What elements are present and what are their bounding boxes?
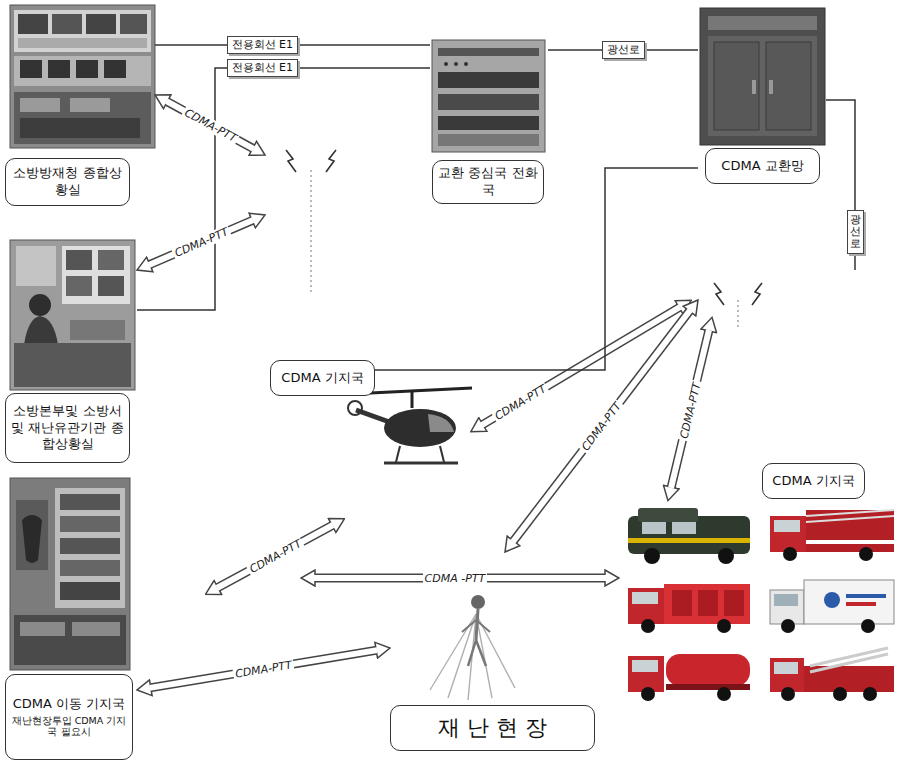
- connector: [513, 310, 690, 541]
- connector-arrow-inner: [166, 101, 253, 149]
- ptt-arrow: [671, 330, 709, 488]
- operator-photo: [10, 240, 135, 390]
- connector-arrow: [150, 650, 377, 688]
- arrow-label: CDMA-PTT: [232, 658, 295, 681]
- node-caption: 소방방재청 종합상황실: [5, 158, 130, 206]
- station-node: CDMA 교환망: [698, 8, 826, 188]
- station-node: CDMA 기지국: [265, 145, 375, 398]
- node-label: 교환 중심국 전화국: [438, 165, 538, 199]
- node-label: 소방본부및 소방서및 재난유관기관 종합상황실: [11, 403, 124, 454]
- connector: [149, 220, 253, 265]
- station-node: 재 난 현 장: [390, 552, 595, 752]
- antenna-symbol: [286, 150, 762, 330]
- node-label: 재난현장투입 CDMA 기지국 필요시: [11, 715, 127, 739]
- node-label: 재 난 현 장: [396, 714, 589, 743]
- arrow-label: CDMA-PTT: [170, 224, 231, 260]
- connector-arrow-inner: [513, 310, 690, 541]
- mobile-station-photo: [10, 478, 130, 670]
- arrow-label: CDMA-PTT: [180, 105, 240, 146]
- connector: [166, 101, 253, 149]
- line-label: 전용회선 E1: [227, 36, 298, 54]
- rescuer-figure: [430, 595, 515, 700]
- cdma-switch-photo: [700, 8, 825, 145]
- node-caption: CDMA 교환망: [705, 148, 820, 184]
- node-caption: CDMA 이동 기지국재난현장투입 CDMA 기지국 필요시: [5, 674, 133, 760]
- node-label: CDMA 교환망: [711, 158, 814, 175]
- connector-arrow-inner: [149, 220, 253, 265]
- fire-vehicles: [628, 508, 894, 701]
- connector: [137, 68, 430, 310]
- node-label: 소방방재청 종합상황실: [11, 165, 124, 199]
- connector-line: [137, 68, 430, 310]
- connector-arrow-inner: [150, 650, 377, 688]
- line-label: 전용회선 E1: [227, 59, 298, 77]
- arrow-label: CDMA-PTT: [245, 536, 305, 577]
- arrow-label: CDMA-PTT: [578, 398, 626, 455]
- arrow-label: CDMA-PTT: [677, 379, 704, 442]
- connector-arrow: [149, 220, 253, 265]
- arrow-label: CDMA -PTT: [423, 572, 488, 585]
- connector-arrow: [513, 310, 690, 541]
- arrow-label: CDMA-PTT: [490, 381, 549, 424]
- line-label: 광선로: [602, 41, 645, 59]
- station-node: 소방방재청 종합상황실: [5, 5, 155, 207]
- station-node: CDMA 기지국: [698, 270, 865, 503]
- exchange-rack-photo: [432, 40, 545, 152]
- node-caption: 교환 중심국 전화국: [432, 160, 544, 204]
- helicopter: [348, 388, 472, 463]
- node-label: CDMA 기지국: [768, 473, 859, 490]
- node-label: CDMA 기지국: [276, 370, 369, 387]
- node-label: CDMA 이동 기지국: [11, 696, 127, 713]
- control-room-photo: [10, 5, 155, 148]
- node-caption: 소방본부및 소방서및 재난유관기관 종합상황실: [5, 393, 130, 463]
- node-caption: 재 난 현 장: [390, 705, 595, 751]
- connector-arrow: [166, 101, 253, 149]
- node-caption: CDMA 기지국: [762, 463, 865, 499]
- line-label: 광선로: [847, 210, 864, 254]
- station-node: 교환 중심국 전화국: [430, 38, 548, 204]
- station-node: 소방본부및 소방서및 재난유관기관 종합상황실: [5, 238, 137, 468]
- connector: [150, 650, 377, 688]
- station-node: CDMA 이동 기지국재난현장투입 CDMA 기지국 필요시: [5, 476, 137, 764]
- node-caption: CDMA 기지국: [270, 360, 375, 396]
